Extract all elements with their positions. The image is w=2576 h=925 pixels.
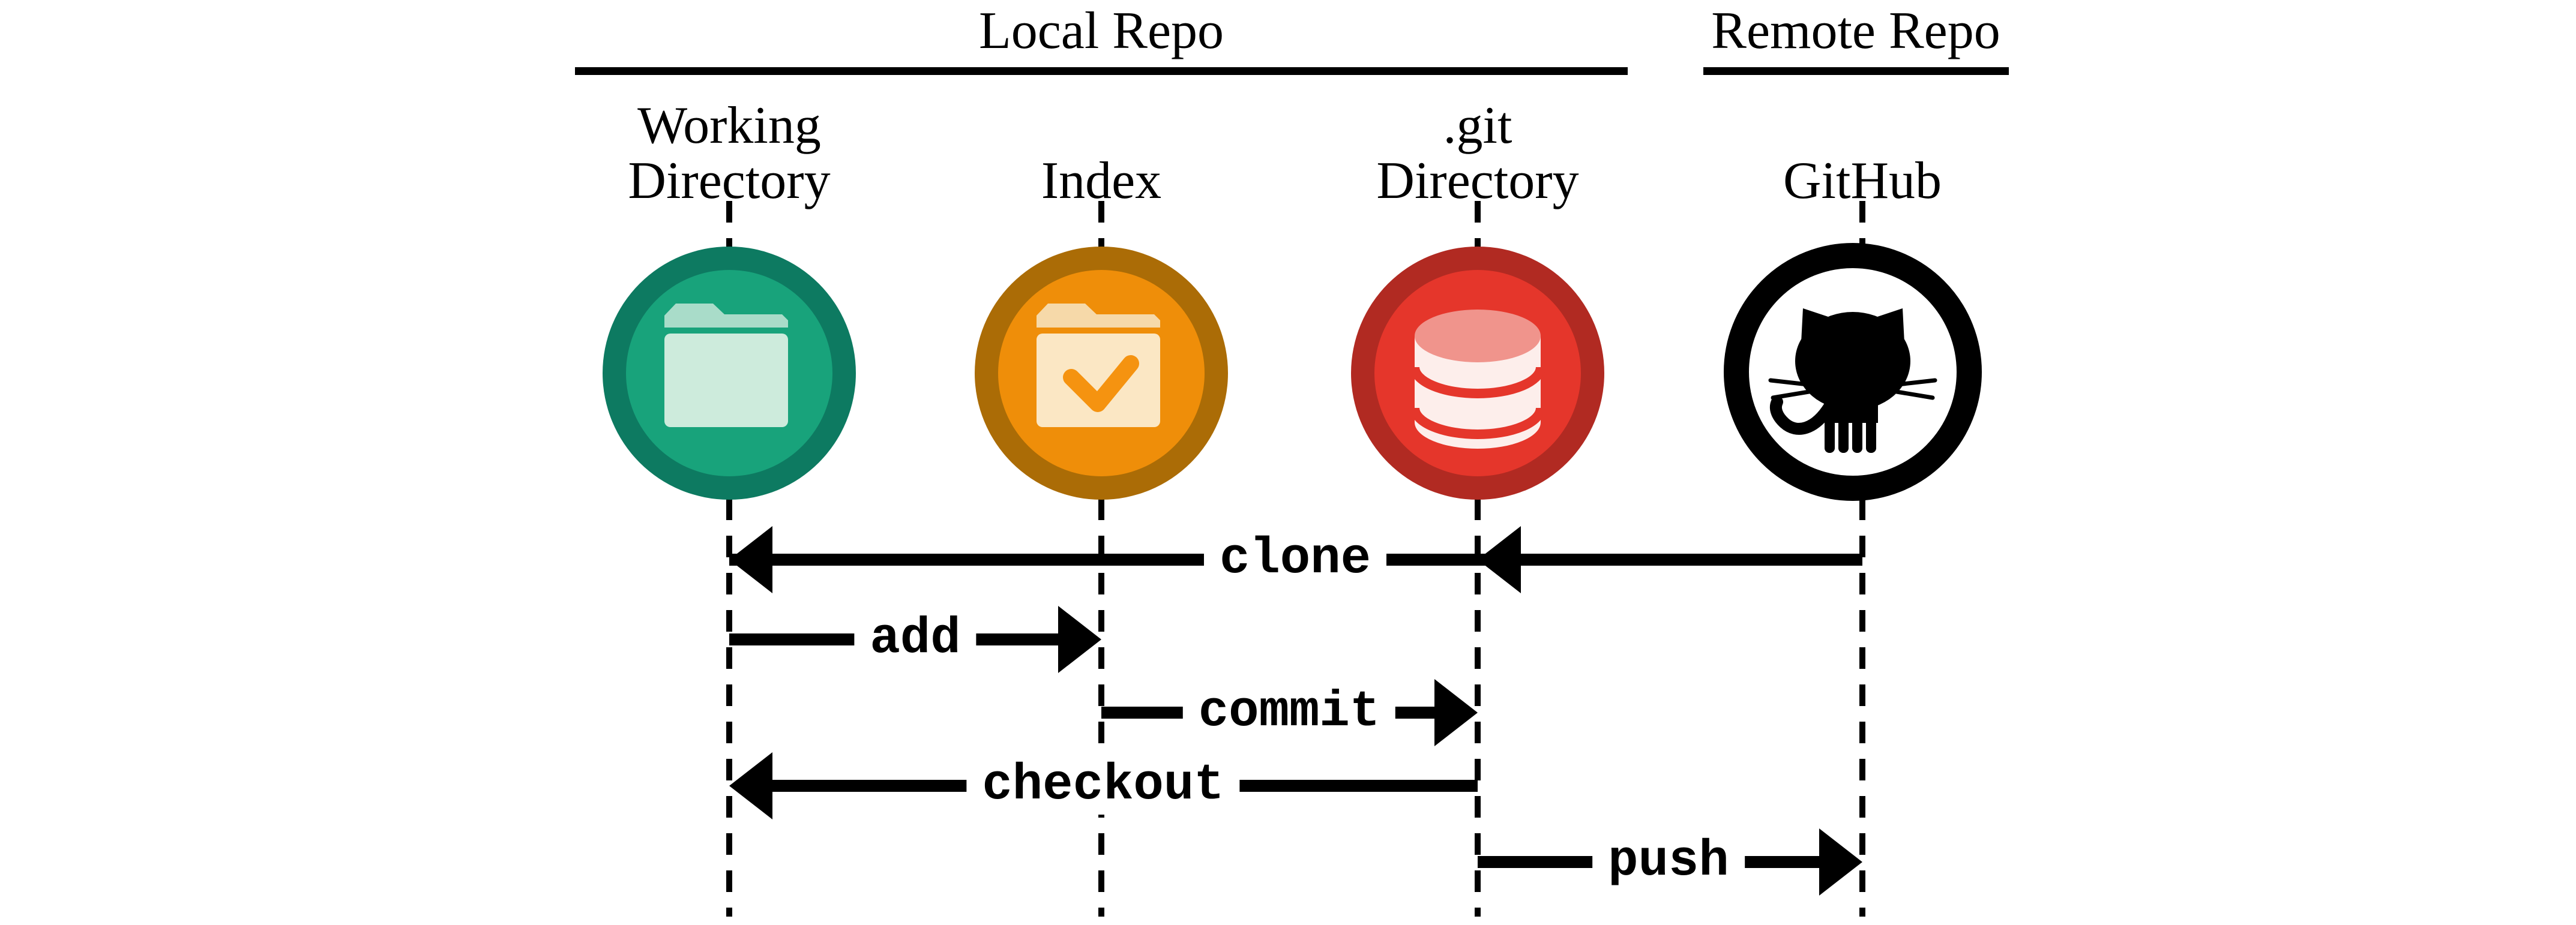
database-top (1415, 310, 1541, 362)
database-divider-2 (1410, 407, 1545, 439)
octocat-head (1795, 312, 1910, 410)
check-mark (1063, 355, 1139, 412)
folder-check-icon (975, 247, 1228, 500)
remote-repo-underline (1703, 67, 2009, 75)
push-arrowhead (1819, 828, 1862, 896)
local-repo-header: Local Repo (978, 2, 1224, 60)
add-arrow-label: add (854, 611, 977, 668)
octocat-right-ear (1867, 308, 1905, 354)
folder-tab (664, 304, 788, 328)
database-icon (1351, 247, 1604, 500)
clone-arrowhead-git-directory (1478, 526, 1521, 593)
octocat-whiskers (1768, 378, 1937, 400)
add-arrowhead (1058, 606, 1101, 673)
github-octocat-icon (1724, 243, 1982, 501)
push-arrow-label: push (1592, 833, 1745, 891)
arrow-heads (729, 526, 1862, 896)
checkout-arrowhead (729, 752, 772, 819)
folder-icon (603, 247, 856, 500)
octocat-left-ear (1801, 308, 1839, 354)
column-label-working-directory: Working Directory (628, 97, 831, 210)
octocat-legs (1825, 396, 1876, 453)
checkout-arrow-label: checkout (966, 757, 1240, 815)
column-label-index: Index (1041, 152, 1162, 210)
column-label-git-directory: .git Directory (1376, 97, 1579, 210)
clone-arrowhead-working-directory (729, 526, 772, 593)
folder-check-tab (1037, 304, 1160, 328)
remote-repo-header: Remote Repo (1711, 2, 2000, 60)
commit-arrow-label: commit (1182, 684, 1396, 741)
database-divider-1 (1410, 367, 1545, 398)
folder-body (664, 334, 788, 427)
octocat-tail (1769, 396, 1835, 435)
column-label-github: GitHub (1783, 152, 1942, 210)
folder-check-body (1037, 334, 1160, 427)
clone-arrow-label: clone (1203, 531, 1387, 588)
commit-arrowhead (1434, 679, 1478, 746)
local-repo-underline (575, 67, 1628, 75)
